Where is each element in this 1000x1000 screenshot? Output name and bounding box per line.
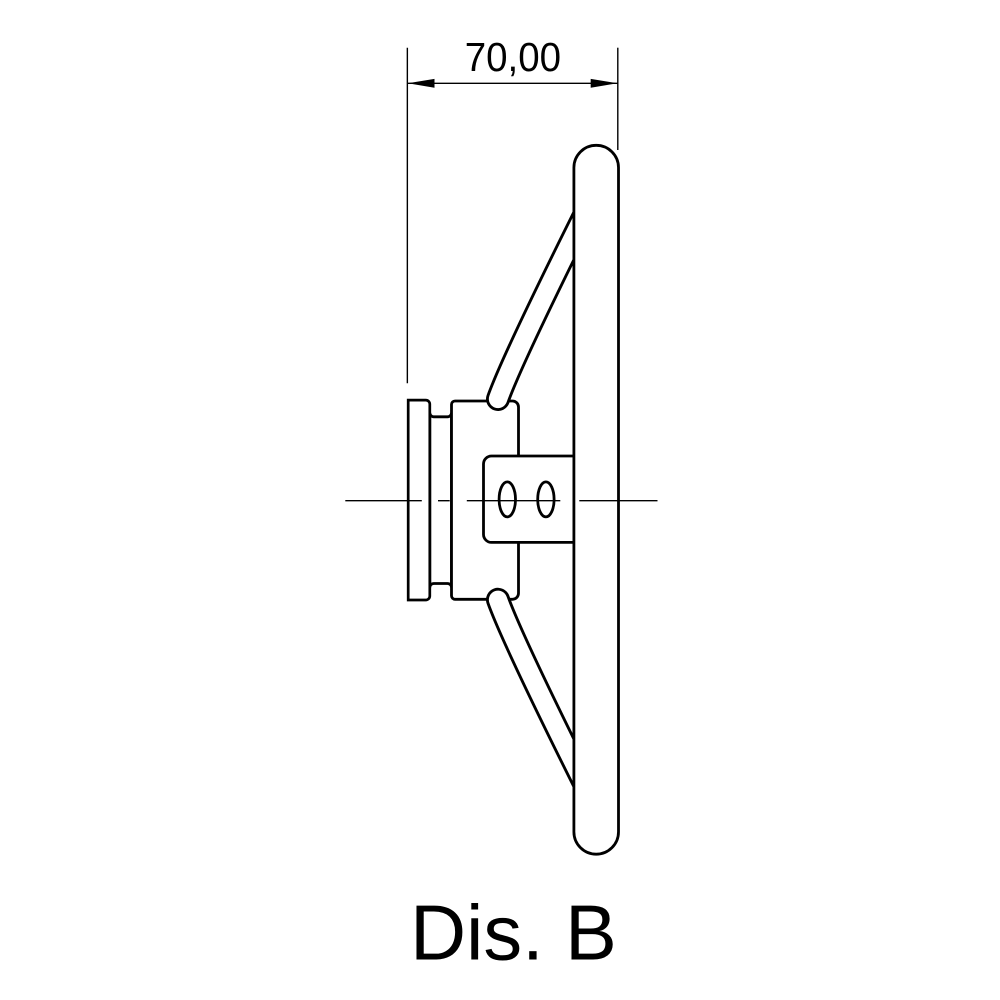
svg-text:70,00: 70,00 — [465, 35, 561, 80]
svg-text:Dis. B: Dis. B — [410, 891, 617, 977]
